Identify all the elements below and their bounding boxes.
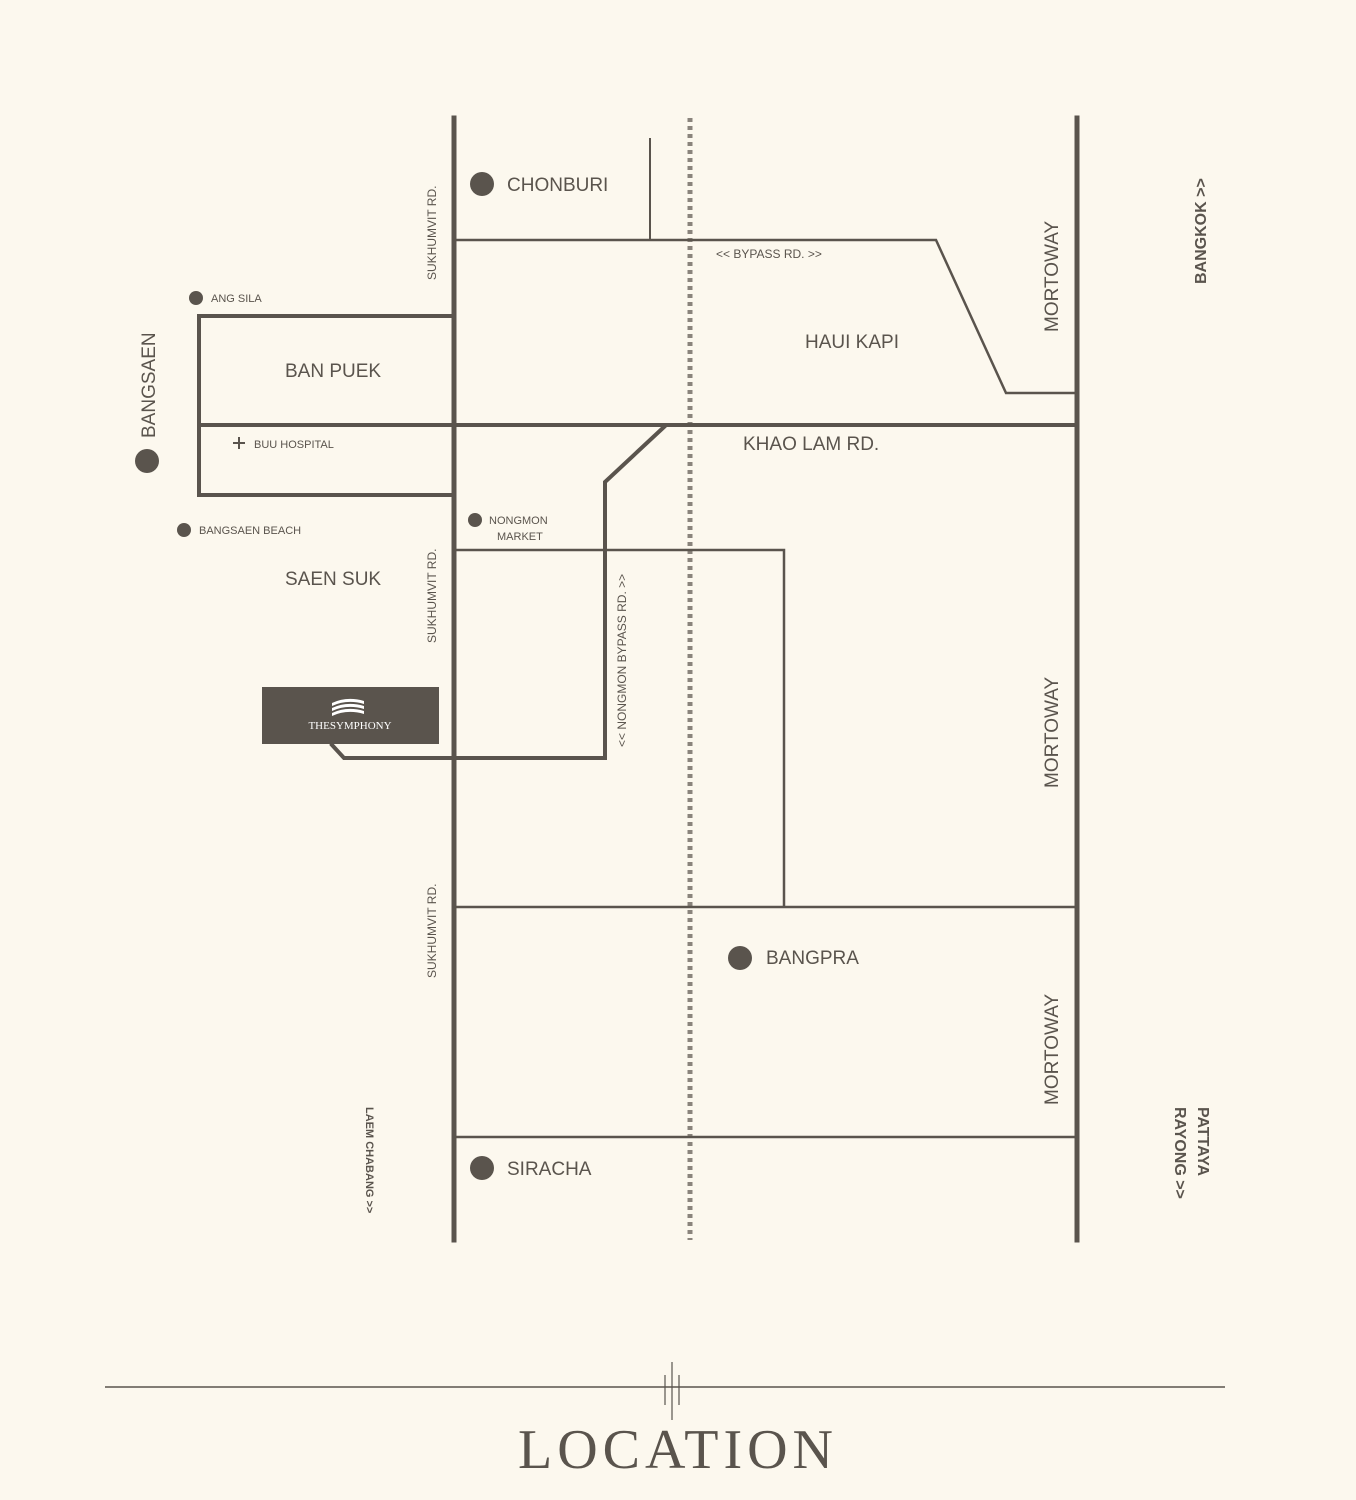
nongmon-bypass-road-line [329,424,667,760]
place-label-bangsaen-beach: BANGSAEN BEACH [199,525,301,537]
road-label-sukhumvit-2: SUKHUMVIT RD. [425,549,439,643]
place-label-bangsaen: BANGSAEN [139,332,160,438]
bypass-road-line [454,238,1077,395]
road-label-khao-lam: KHAO LAM RD. [743,434,879,455]
road-label-mortoway-2: MORTOWAY [1042,676,1063,788]
place-label-haui-kapi: HAUI KAPI [805,332,899,353]
place-label-ban-puek: BAN PUEK [285,361,381,382]
road-label-bypass: << BYPASS RD. >> [716,247,822,261]
footer-divider [105,1362,1225,1420]
bangpra-dot-icon [728,946,752,970]
the-symphony-landmark[interactable]: THESYMPHONY [262,687,439,744]
direction-label-pattaya: PATTAYA [1194,1107,1211,1177]
nongmon-market-road [454,548,786,908]
place-label-market: MARKET [497,531,543,543]
place-label-nongmon: NONGMON [489,515,548,527]
place-label-bangpra: BANGPRA [766,948,859,969]
direction-label-bangkok: BANGKOK >> [1193,178,1210,284]
road-label-mortoway-1: MORTOWAY [1042,220,1063,332]
direction-label-laem-chabang: LAEM CHABANG >> [363,1107,375,1213]
place-label-chonburi: CHONBURI [507,175,608,196]
bangsaen-beach-dot-icon [177,523,191,537]
ang-sila-dot-icon [189,291,203,305]
ban-puek-road-loop [197,314,454,497]
symphony-logo-icon [332,698,364,716]
siracha-dot-icon [470,1156,494,1180]
chonburi-dot-icon [470,172,494,196]
road-label-mortoway-3: MORTOWAY [1042,993,1063,1105]
place-label-siracha: SIRACHA [507,1159,592,1180]
bangsaen-dot-icon [135,449,159,473]
road-label-sukhumvit-1: SUKHUMVIT RD. [425,186,439,280]
landmark-label-the-symphony: THESYMPHONY [308,720,391,732]
road-label-sukhumvit-3: SUKHUMVIT RD. [425,884,439,978]
place-label-saen-suk: SAEN SUK [285,569,381,590]
road-label-nongmon-bypass: << NONGMON BYPASS RD. >> [615,574,629,747]
direction-label-rayong: RAYONG >> [1171,1107,1188,1199]
nongmon-market-dot-icon [468,513,482,527]
hospital-plus-icon [233,437,245,449]
place-label-buu-hospital: BUU HOSPITAL [254,439,334,451]
footer-title-location: LOCATION [518,1419,838,1481]
place-label-ang-sila: ANG SILA [211,293,262,305]
